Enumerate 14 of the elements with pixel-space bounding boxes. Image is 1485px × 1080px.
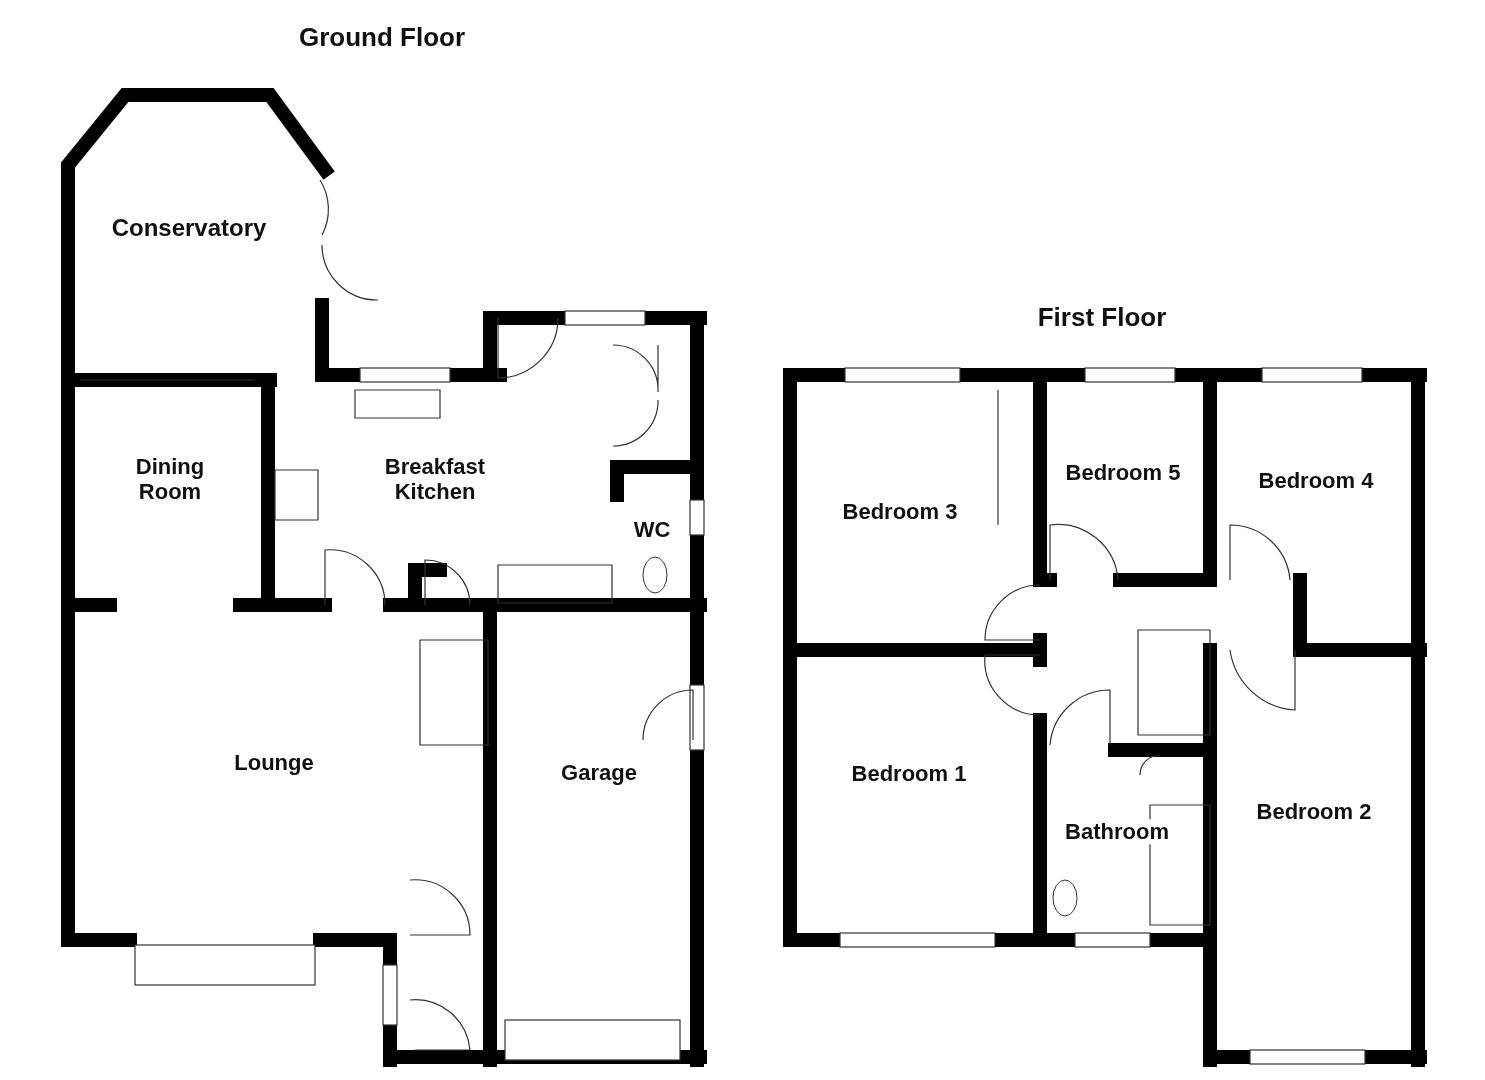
room-label: Bedroom 3 — [842, 499, 958, 525]
room-label: Dining Room — [134, 453, 206, 505]
room-label: Bedroom 4 — [1258, 468, 1374, 494]
room-label: Bathroom — [1065, 819, 1169, 845]
room-label: Breakfast Kitchen — [383, 453, 487, 505]
room-label: WC — [633, 517, 671, 543]
room-label: Conservatory — [111, 214, 267, 242]
room-label: Bedroom 2 — [1256, 799, 1372, 825]
floor-title: First Floor — [1037, 303, 1167, 333]
room-label: Bedroom 5 — [1065, 460, 1181, 486]
floor-title: Ground Floor — [298, 23, 466, 53]
room-label: Lounge — [234, 750, 314, 776]
room-label: Bedroom 1 — [851, 761, 967, 787]
room-label: Garage — [561, 760, 637, 786]
